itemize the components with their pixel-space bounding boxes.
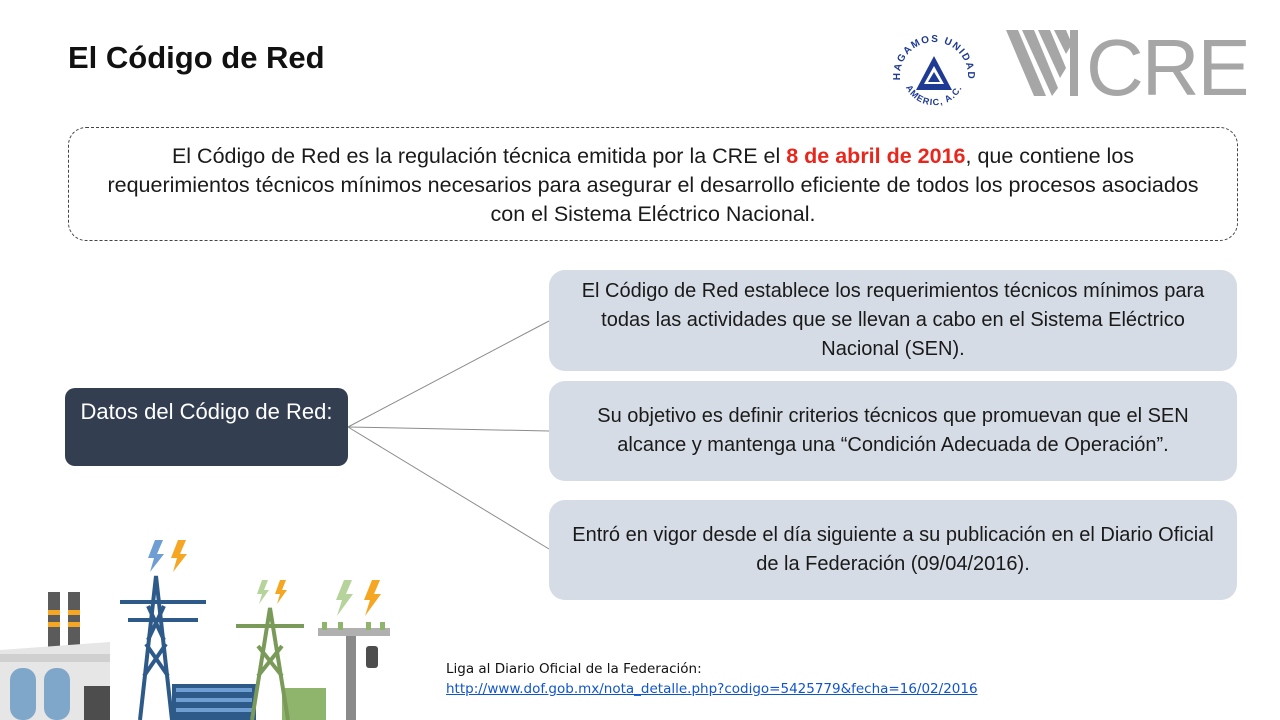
fact-text: Entró en vigor desde el día siguiente a …	[572, 524, 1214, 575]
footer-note: Liga al Diario Oficial de la Federación:…	[446, 659, 986, 699]
definition-text-end: , que contiene los requerimientos técnic…	[107, 144, 1199, 226]
green-tower-icon	[236, 607, 304, 720]
utility-pole-icon	[318, 622, 390, 720]
cre-logo-text: CRE	[1086, 28, 1246, 100]
dof-link[interactable]: http://www.dof.gob.mx/nota_detalle.php?c…	[446, 681, 978, 697]
definition-box: El Código de Red es la regulación técnic…	[68, 127, 1238, 241]
fact-text: El Código de Red establece los requerimi…	[581, 280, 1205, 360]
hub-box: Datos del Código de Red:	[65, 388, 348, 466]
transmission-tower-icon	[120, 575, 206, 720]
definition-date-highlight: 8 de abril de 2016	[786, 144, 966, 168]
lightning-bolt-icon	[148, 540, 187, 572]
page-title: El Código de Red	[68, 40, 325, 75]
connector-line-1	[347, 320, 550, 428]
factory-icon	[0, 592, 110, 720]
fact-box-objective: Su objetivo es definir criterios técnico…	[549, 381, 1237, 481]
substation-icon	[172, 684, 326, 720]
footer-label: Liga al Diario Oficial de la Federación:	[446, 661, 702, 677]
definition-text-start: El Código de Red es la regulación técnic…	[171, 144, 787, 168]
fact-box-effective-date: Entró en vigor desde el día siguiente a …	[549, 500, 1237, 600]
connector-line-3	[347, 426, 550, 550]
connector-line-2	[347, 426, 550, 432]
fact-box-scope: El Código de Red establece los requerimi…	[549, 270, 1237, 371]
cre-logo: CRE	[1006, 28, 1246, 100]
lightning-bolt-icon-green	[257, 580, 381, 616]
hagamos-unidad-logo: HAGAMOS UNIDAD AMERIC, A.C.	[892, 34, 975, 107]
power-infrastructure-illustration	[0, 540, 390, 720]
hub-label: Datos del Código de Red:	[80, 399, 333, 424]
fact-text: Su objetivo es definir criterios técnico…	[597, 405, 1189, 456]
hand-triangle-icon	[916, 56, 952, 90]
cre-stripes-icon	[1006, 30, 1078, 96]
